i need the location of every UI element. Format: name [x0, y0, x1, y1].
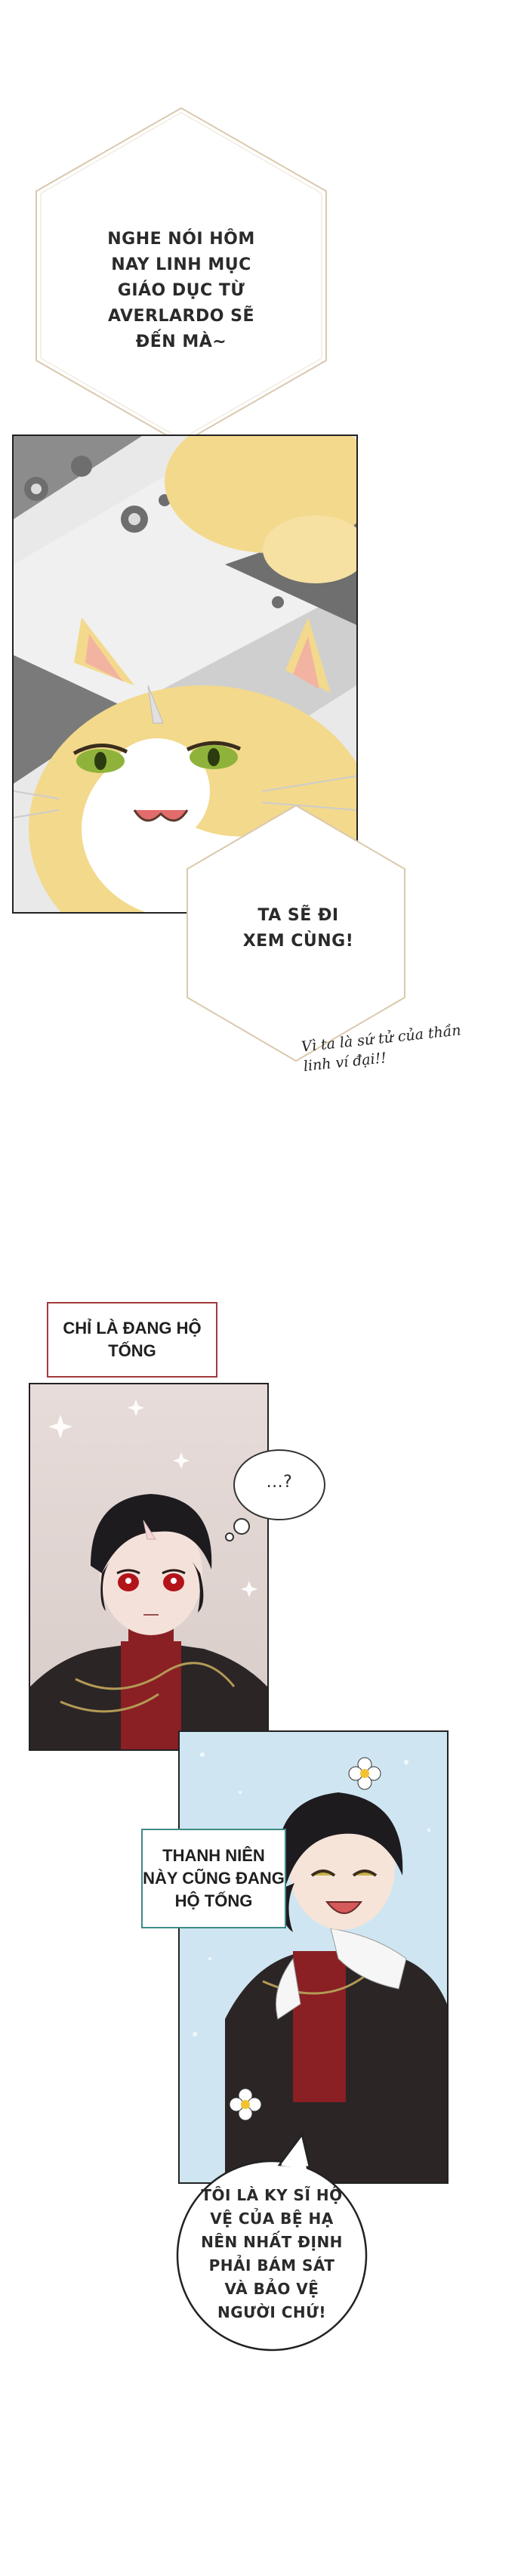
bubble-1-text: NGHE NÓI HÔM NAY LINH MỤC GIÁO DỤC TỪ AV…	[107, 230, 255, 351]
flower-icon	[229, 2088, 262, 2121]
caption-escort-1: CHỈ LÀ ĐANG HỘ TỐNG	[47, 1302, 217, 1378]
bubble-3-text: TÔI LÀ KY SĨ HỘ VỆ CỦA BỆ HẠ NÊN NHẤT ĐỊ…	[201, 2186, 343, 2321]
panel-knight	[178, 1730, 449, 2184]
panel-boy	[29, 1383, 269, 1751]
boy-panel-art	[30, 1384, 267, 1749]
hexagon-bubble-2	[187, 804, 405, 1062]
thought-bubble	[225, 1449, 325, 1542]
knight-panel-art	[180, 1732, 447, 2182]
speech-bubble-3	[176, 2132, 368, 2352]
bubble-2-text: TA SẼ ĐI XEM CÙNG!	[242, 906, 354, 951]
caption-escort-2: THANH NIÊN NÀY CŨNG ĐANG HỘ TỐNG	[141, 1829, 286, 1928]
thought-text: ...?	[266, 1473, 293, 1492]
